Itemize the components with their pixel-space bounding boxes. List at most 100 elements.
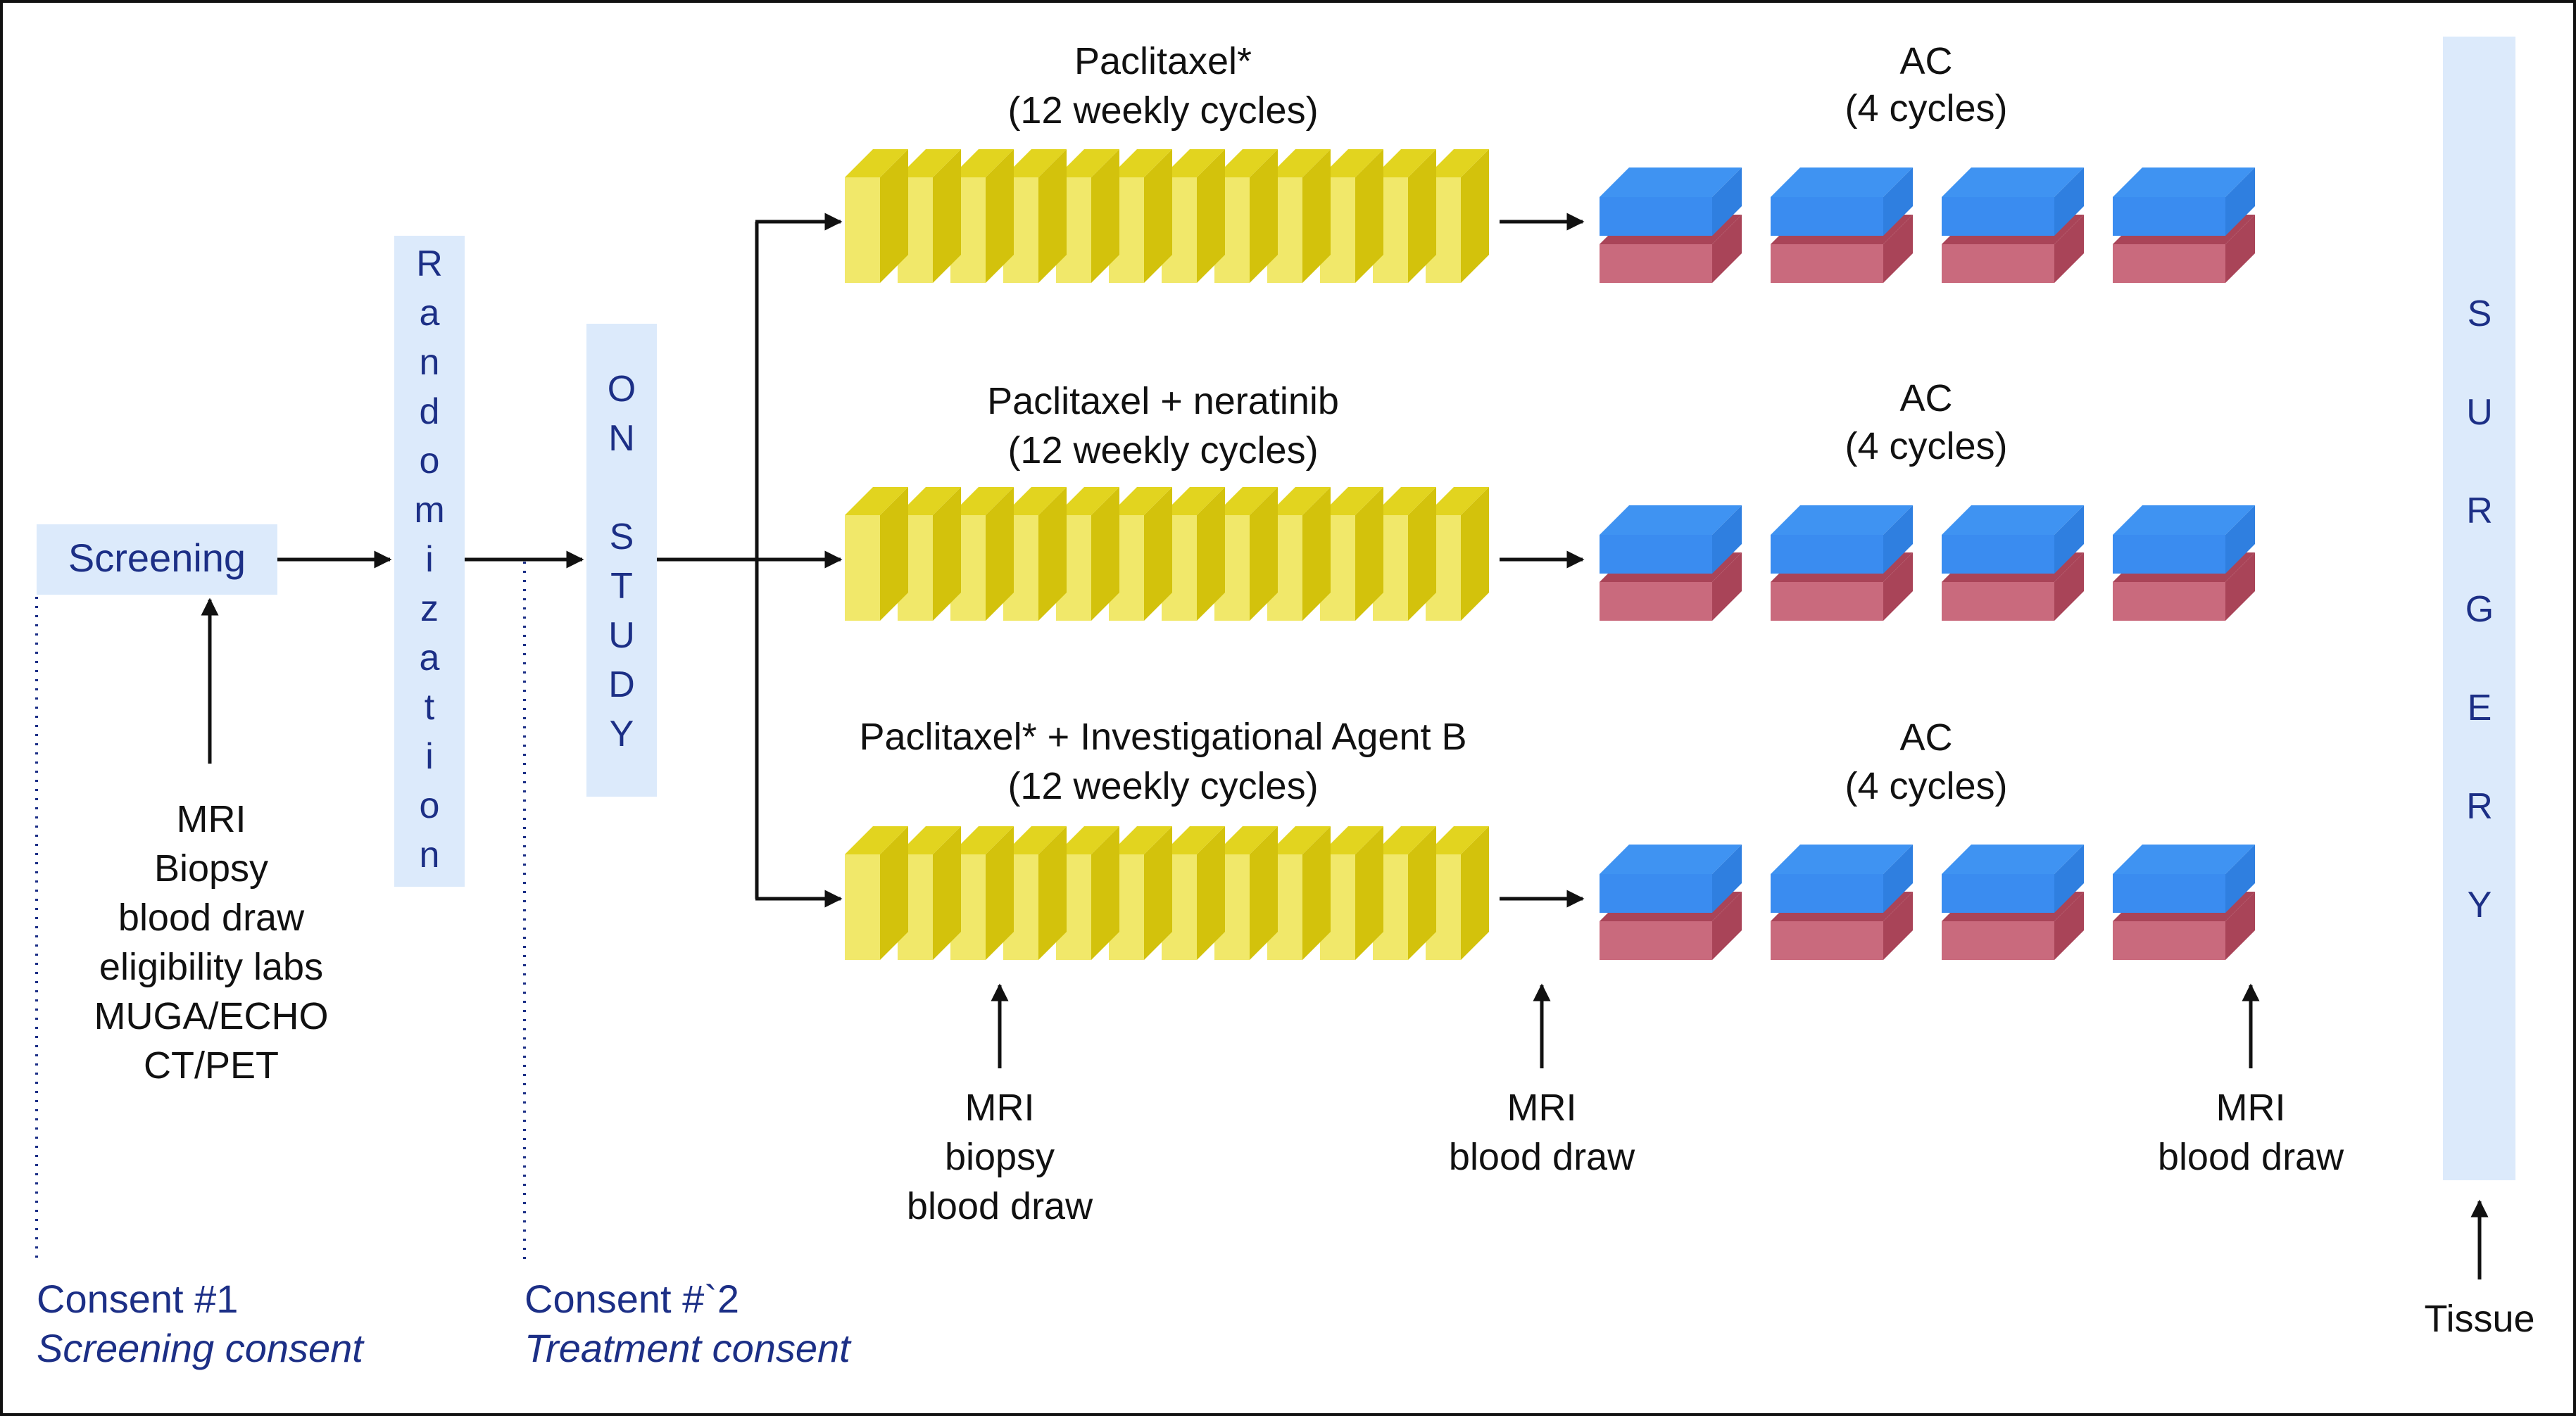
ac-blue-top (1600, 505, 1742, 535)
block-top (1426, 826, 1489, 854)
block-top (1109, 487, 1172, 515)
randomization-letter: m (414, 490, 444, 531)
block-side (1461, 149, 1489, 283)
block-top (1214, 826, 1278, 854)
on-study-letter: N (608, 418, 635, 459)
block-top (1320, 487, 1383, 515)
block-top (1267, 826, 1331, 854)
block-side (1250, 487, 1278, 621)
arm1-label: Paclitaxel* (1074, 40, 1252, 82)
arm2-ac-cycles: (4 cycles) (1845, 425, 2007, 467)
timepoint-test-item: blood draw (907, 1185, 1093, 1227)
timepoint-test-item: MRI (2216, 1087, 2286, 1129)
ac-red-side (1712, 892, 1742, 960)
ac-blue-top (1771, 505, 1913, 535)
ac-cycle-block (1600, 505, 1742, 621)
randomization-letter: t (425, 687, 435, 728)
block-side (986, 826, 1014, 960)
ac-blue-top (1600, 845, 1742, 874)
arm2-paclitaxel-blocks (845, 487, 1489, 621)
surgery-letter: Y (2468, 885, 2492, 925)
ac-red-side (2225, 215, 2255, 283)
block-top (1373, 826, 1436, 854)
surgery-box (2443, 37, 2515, 1180)
block-side (1144, 826, 1172, 960)
screening-box (37, 524, 277, 595)
surgery-letter: E (2468, 688, 2492, 728)
arm1-ac-label: AC (1899, 40, 1952, 82)
arm3-ac-blocks (1600, 845, 2255, 960)
ac-blue-side (2054, 845, 2084, 913)
block-top (1056, 487, 1119, 515)
surgery-letter: R (2466, 786, 2493, 827)
ac-red-front (2113, 244, 2225, 283)
screening-test-item: eligibility labs (99, 946, 323, 988)
consent2-title: Consent #`2 (524, 1277, 739, 1321)
ac-red-front (1771, 244, 1883, 283)
arm1-ac-blocks (1600, 167, 2255, 283)
ac-blue-front (1942, 535, 2054, 574)
on-study-letter: T (610, 566, 633, 607)
ac-blue-side (2225, 167, 2255, 236)
ac-red-front (1942, 244, 2054, 283)
ac-blue-side (2054, 505, 2084, 574)
surgery-letter: G (2465, 589, 2494, 630)
ac-blue-top (1942, 845, 2084, 874)
ac-cycle-block (1771, 845, 1913, 960)
ac-blue-top (1942, 167, 2084, 197)
ac-red-front (1942, 582, 2054, 621)
block-top (950, 149, 1014, 177)
block-side (1250, 149, 1278, 283)
block-top (898, 149, 961, 177)
ac-blue-front (1942, 197, 2054, 236)
paclitaxel-cycle-block (845, 826, 908, 960)
ac-blue-front (1600, 874, 1712, 913)
randomization-letter: o (420, 785, 440, 826)
ac-blue-front (1771, 874, 1883, 913)
ac-blue-front (2113, 874, 2225, 913)
randomization-letter: i (425, 736, 434, 777)
block-top (1056, 149, 1119, 177)
ac-blue-front (1600, 535, 1712, 574)
block-top (1109, 149, 1172, 177)
block-top (1003, 487, 1067, 515)
ac-red-front (1942, 921, 2054, 960)
ac-cycle-block (1600, 167, 1742, 283)
consent1-subtitle: Screening consent (37, 1326, 365, 1370)
arm3-cycles: (12 weekly cycles) (1007, 765, 1318, 807)
ac-blue-front (1771, 197, 1883, 236)
paclitaxel-cycle-block (1373, 149, 1436, 283)
ac-blue-side (1712, 167, 1742, 236)
randomization-box (394, 236, 465, 887)
block-top (1373, 149, 1436, 177)
block-side (880, 487, 908, 621)
timepoint-test-item: MRI (1507, 1087, 1577, 1129)
ac-blue-side (2054, 167, 2084, 236)
randomization-letter: a (420, 293, 440, 334)
paclitaxel-cycle-block (1162, 487, 1225, 621)
surgery-letter: U (2466, 392, 2493, 433)
block-top (1162, 487, 1225, 515)
block-top (1003, 826, 1067, 854)
block-side (986, 487, 1014, 621)
block-side (1250, 826, 1278, 960)
ac-cycle-block (1600, 845, 1742, 960)
block-side (880, 826, 908, 960)
ac-red-front (2113, 921, 2225, 960)
block-side (1355, 149, 1383, 283)
block-top (898, 487, 961, 515)
block-side (933, 487, 961, 621)
ac-cycle-block (1942, 167, 2084, 283)
ac-blue-top (1600, 167, 1742, 197)
block-top (1267, 487, 1331, 515)
block-side (1038, 149, 1067, 283)
ac-red-side (2054, 892, 2084, 960)
ac-blue-top (1771, 845, 1913, 874)
block-side (1197, 826, 1225, 960)
ac-cycle-block (1771, 167, 1913, 283)
block-side (1302, 487, 1331, 621)
ac-blue-front (2113, 197, 2225, 236)
on-study-letter: D (608, 664, 635, 705)
